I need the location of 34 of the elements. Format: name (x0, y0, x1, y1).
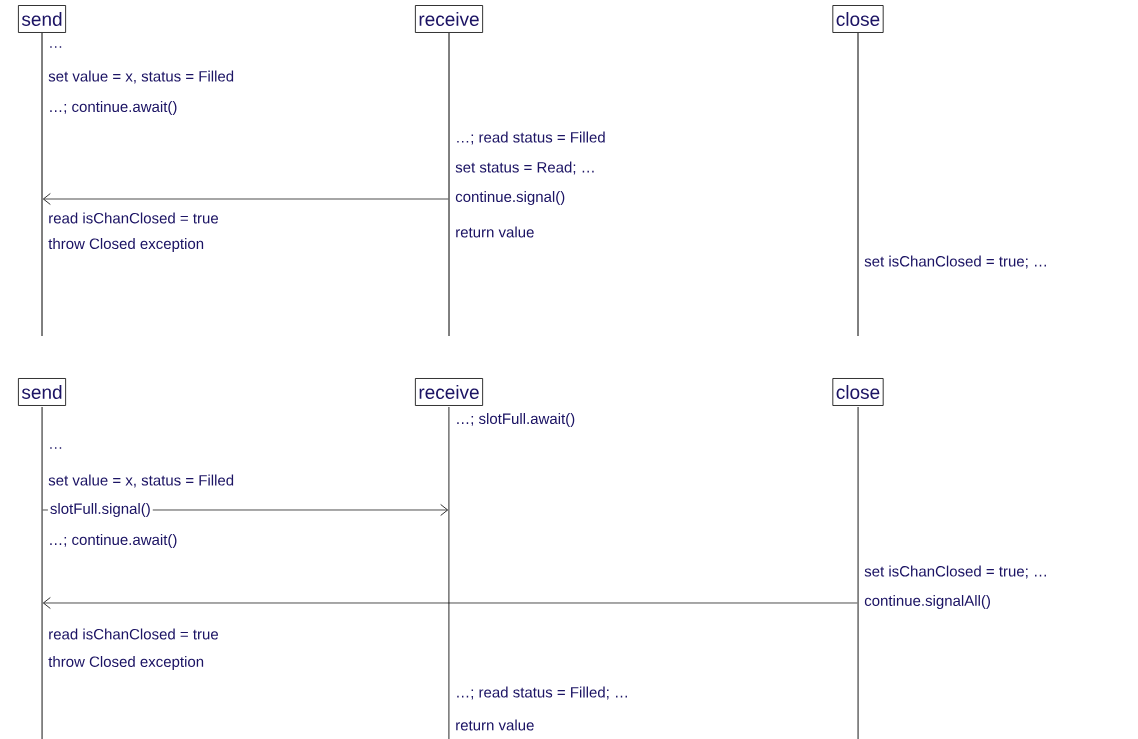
step-text: read isChanClosed = true (49, 212, 218, 224)
step-text: set value = x, status = Filled (48, 70, 234, 84)
participant-box: send (18, 378, 66, 406)
lifeline (41, 33, 43, 336)
step-text: set isChanClosed = true; … (864, 565, 1046, 579)
arrow (42, 193, 449, 205)
step-text: read isChanClosed = true (49, 628, 218, 640)
step-text: return value (456, 719, 534, 731)
step-text: set isChanClosed = true; … (864, 255, 1046, 269)
step-text: throw Closed exception (48, 656, 204, 670)
step-text: …; slotFull.await() (457, 413, 575, 427)
step-text: …; read status = Filled; … (457, 686, 627, 700)
participant-box: send (18, 5, 66, 33)
arrow (42, 597, 858, 609)
lifeline (41, 407, 43, 739)
edge-label: slotFull.signal() (47, 501, 153, 519)
step-text: … (50, 447, 62, 449)
step-text: throw Closed exception (48, 238, 204, 252)
step-text: …; continue.await() (50, 101, 177, 115)
lifeline (448, 33, 450, 336)
step-text: set status = Read; … (455, 161, 594, 175)
step-text: set value = x, status = Filled (48, 474, 234, 488)
participant-box: receive (415, 378, 484, 406)
step-text: return value (456, 226, 534, 238)
lifeline (857, 407, 859, 739)
participant-box: close (832, 5, 884, 33)
step-text: continue.signalAll() (864, 595, 990, 609)
step-text: continue.signal() (455, 191, 565, 205)
step-text: … (50, 46, 62, 48)
participant-box: receive (415, 5, 484, 33)
step-text: …; continue.await() (50, 534, 177, 548)
participant-box: close (832, 378, 884, 406)
step-text: …; read status = Filled (457, 131, 605, 145)
lifeline (857, 33, 859, 336)
